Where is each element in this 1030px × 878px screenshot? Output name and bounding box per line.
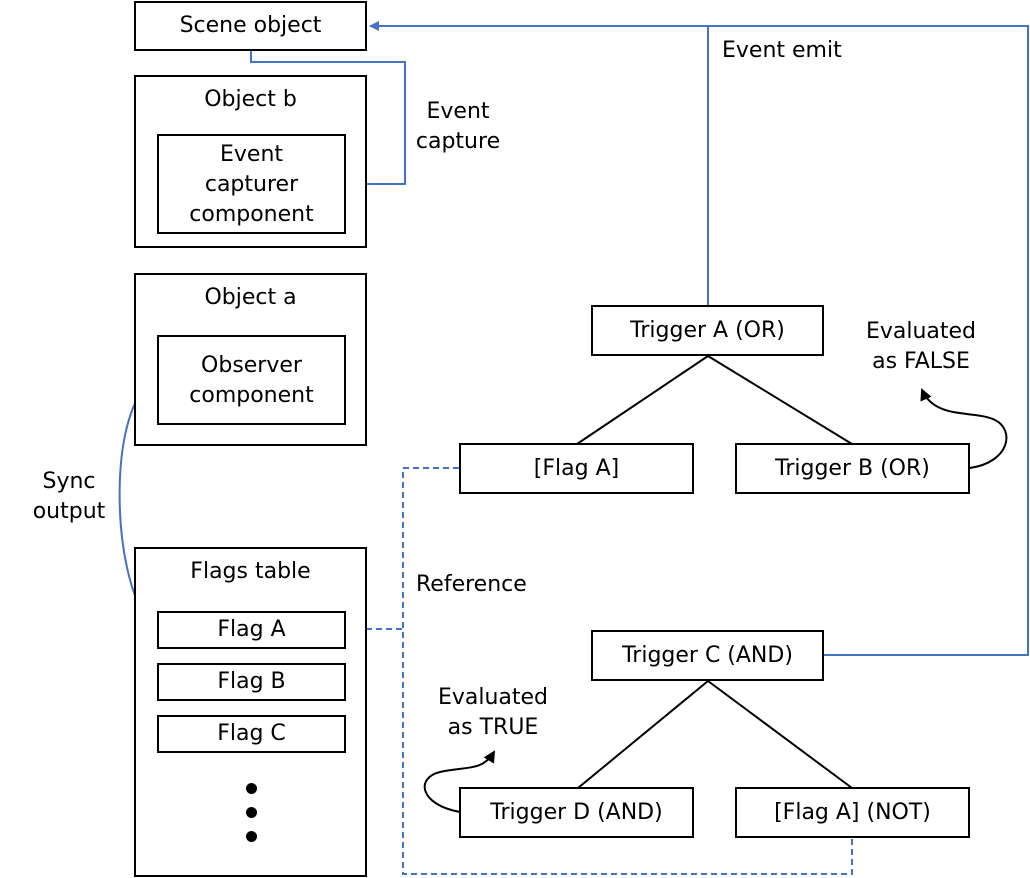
flags-table-box: Flags table Flag A Flag B Flag C	[134, 547, 367, 877]
trigger-c-node: Trigger C (AND)	[591, 630, 824, 681]
evaluated-true-label-line-2: as TRUE	[447, 715, 539, 740]
ellipsis-dot-3	[246, 831, 257, 842]
evaluated-false-label-line-1: Evaluated	[865, 319, 977, 344]
flag-a-reference-node: [Flag A]	[459, 443, 694, 494]
tree-edge-c-d	[577, 680, 709, 789]
trigger-c-label: Trigger C (AND)	[622, 642, 793, 668]
event-capturer-line-1: Event	[219, 142, 284, 167]
flag-a-row: Flag A	[157, 611, 346, 649]
observer-line-1: Observer	[201, 353, 302, 378]
scene-object-box: Scene object	[134, 1, 367, 51]
flag-a-label: Flag A	[217, 617, 286, 642]
event-emit-line-trigger-c	[369, 21, 1029, 656]
ellipsis-dot-2	[246, 807, 257, 818]
event-capture-label-line-1: Event	[426, 99, 490, 124]
flag-b-label: Flag B	[217, 669, 286, 694]
evaluated-false-curl-arrow	[920, 388, 1008, 469]
event-capturer-component-box: Event capturer component	[157, 134, 346, 234]
object-a-box: Object a Observer component	[134, 273, 367, 446]
evaluated-true-label-line-1: Evaluated	[437, 685, 549, 710]
evaluated-false-label-line-2: as FALSE	[872, 349, 970, 374]
object-b-box: Object b Event capturer component	[134, 75, 367, 248]
trigger-b-label: Trigger B (OR)	[775, 455, 930, 481]
scene-object-label: Scene object	[179, 13, 322, 38]
event-capturer-line-3: component	[189, 202, 314, 227]
tree-edge-a-b	[707, 355, 853, 445]
event-emit-label: Event emit	[722, 38, 842, 63]
reference-label: Reference	[416, 572, 527, 597]
trigger-d-label: Trigger D (AND)	[490, 799, 663, 825]
evaluated-true-curl-arrow	[423, 750, 496, 813]
trigger-a-node: Trigger A (OR)	[591, 305, 824, 356]
sync-output-label-line-1: Sync	[42, 469, 96, 494]
trigger-d-node: Trigger D (AND)	[459, 787, 694, 838]
trigger-b-node: Trigger B (OR)	[735, 443, 970, 494]
trigger-a-label: Trigger A (OR)	[630, 317, 785, 343]
flag-c-label: Flag C	[217, 721, 286, 746]
flag-a-reference-label: [Flag A]	[533, 455, 620, 481]
reference-dashed-line	[402, 467, 853, 875]
flags-table-title: Flags table	[190, 559, 311, 584]
tree-edge-a-flag	[576, 355, 709, 445]
flag-b-row: Flag B	[157, 663, 346, 701]
event-capture-arrow	[250, 51, 406, 189]
object-b-title: Object b	[204, 87, 297, 112]
flag-a-not-label: [Flag A] (NOT)	[774, 799, 931, 825]
event-capture-label-line-2: capture	[415, 129, 501, 154]
observer-line-2: component	[189, 383, 314, 408]
ellipsis-dot-1	[246, 783, 257, 794]
observer-component-box: Observer component	[157, 335, 346, 425]
tree-edge-c-not	[707, 680, 853, 789]
sync-output-label-line-2: output	[32, 499, 106, 524]
flag-a-not-node: [Flag A] (NOT)	[735, 787, 970, 838]
object-a-title: Object a	[204, 285, 297, 310]
flag-c-row: Flag C	[157, 715, 346, 753]
event-capturer-line-2: capturer	[204, 172, 299, 197]
